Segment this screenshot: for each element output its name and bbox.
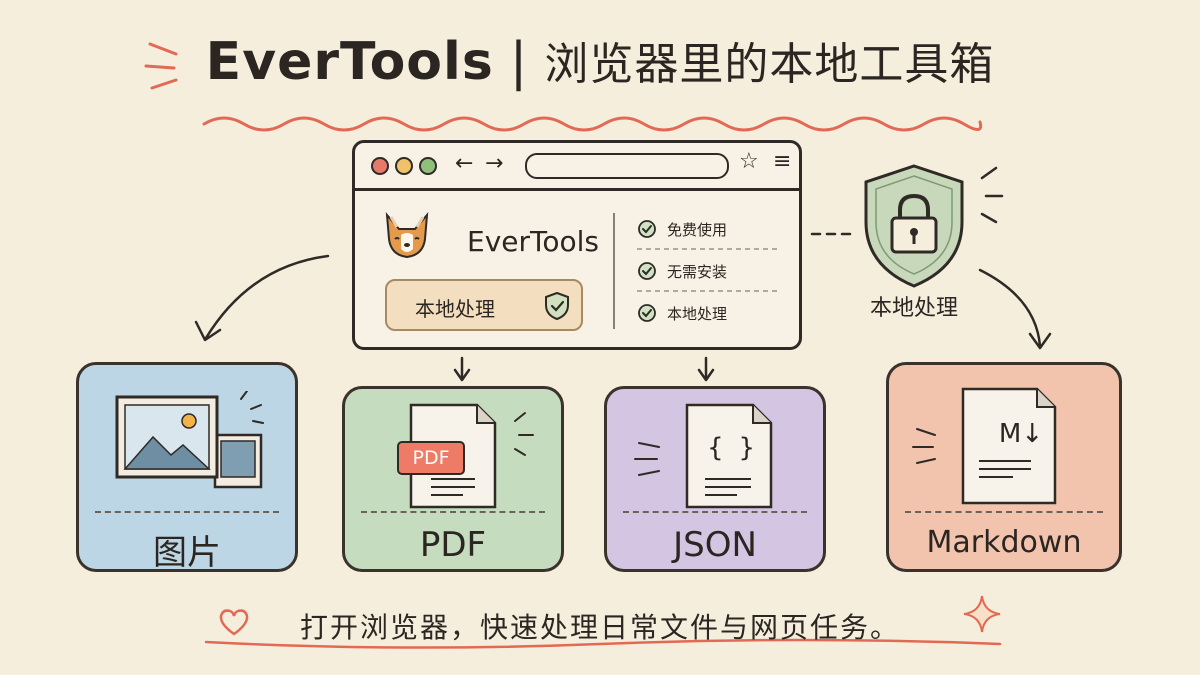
feature-text: 无需安装 [667, 263, 728, 281]
tool-card-json[interactable]: { } JSON [604, 386, 826, 572]
window-close-dot [371, 157, 389, 175]
app-name: EverTools [467, 225, 599, 258]
tool-card-markdown[interactable]: M↓ Markdown [886, 362, 1122, 572]
check-circle-icon [638, 304, 656, 322]
card-divider [905, 511, 1103, 513]
heart-icon [219, 609, 249, 636]
browser-content-divider [613, 213, 615, 329]
feature-dashed-separator [637, 248, 777, 250]
lock-shield-icon [864, 164, 964, 288]
feature-text: 本地处理 [667, 305, 728, 323]
corgi-logo-icon [385, 212, 429, 259]
title-separator: | [509, 32, 529, 92]
menu-icon: ≡ [773, 149, 792, 174]
pdf-badge: PDF [397, 441, 465, 475]
arrow-to-image-head [194, 320, 222, 342]
star-icon: ☆ [739, 149, 759, 174]
markdown-glyph: M↓ [998, 419, 1044, 449]
tool-card-pdf[interactable]: PDF PDF [342, 386, 564, 572]
card-label: 图片 [153, 533, 221, 573]
json-file-icon [634, 403, 773, 509]
shield-label: 本地处理 [869, 296, 958, 321]
card-divider [95, 511, 279, 513]
feature-dashed-separator [637, 290, 777, 292]
browser-window: ← → ☆ ≡ EverTools 本地处理 免费使用 无需安装 本地处理 [352, 140, 802, 350]
local-processing-button[interactable]: 本地处理 [385, 279, 583, 331]
window-maximize-dot [419, 157, 437, 175]
back-arrow-icon: ← [455, 151, 474, 176]
footer-text: 打开浏览器，快速处理日常文件与网页任务。 [299, 611, 900, 644]
browser-toolbar: ← → ☆ ≡ [355, 143, 799, 191]
card-label: JSON [673, 525, 757, 565]
tool-card-image[interactable]: 图片 [76, 362, 298, 573]
arrow-to-image [204, 254, 330, 340]
title-underline [202, 116, 983, 132]
shield-sparkle-marks [980, 166, 1004, 224]
forward-arrow-icon: → [485, 151, 504, 176]
card-divider [623, 511, 807, 513]
sparkle-icon [963, 595, 1001, 633]
arrow-to-markdown-head [1028, 332, 1052, 350]
card-label: PDF [419, 525, 487, 565]
arrow-to-json [697, 356, 715, 382]
window-minimize-dot [395, 157, 413, 175]
page-title: EverTools| 浏览器里的本地工具箱 [0, 28, 1200, 92]
image-icon [115, 391, 264, 489]
title-main: EverTools [205, 32, 494, 92]
card-label: Markdown [926, 525, 1082, 560]
shield-check-icon [545, 291, 569, 321]
card-divider [361, 511, 545, 513]
arrow-to-pdf [453, 356, 471, 382]
title-subtitle: 浏览器里的本地工具箱 [544, 39, 995, 90]
feature-text: 免费使用 [667, 221, 728, 239]
markdown-file-icon [912, 387, 1057, 505]
json-braces-glyph: { } [707, 433, 755, 463]
local-processing-label: 本地处理 [415, 297, 495, 321]
check-circle-icon [638, 220, 656, 238]
check-circle-icon [638, 262, 656, 280]
address-bar [525, 153, 729, 179]
